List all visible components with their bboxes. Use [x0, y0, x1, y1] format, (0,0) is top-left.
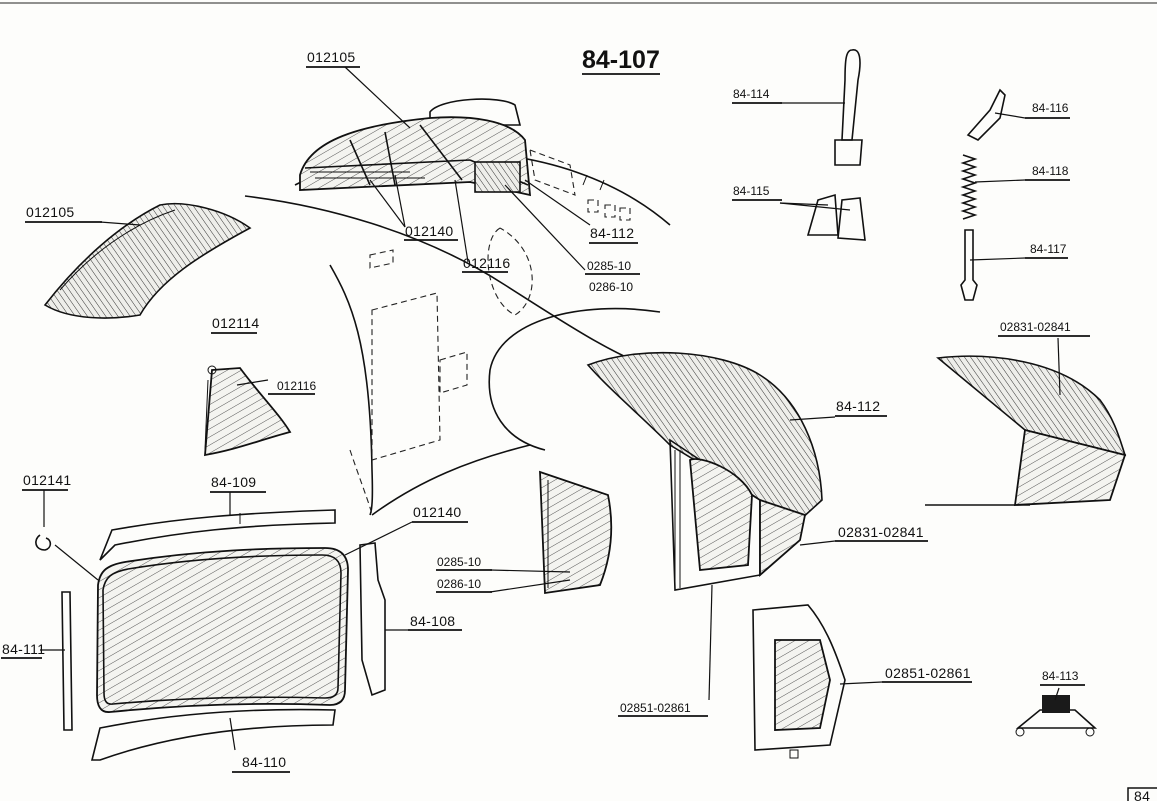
label-c16: 84-112	[836, 398, 880, 414]
mounting-base-84-113	[1015, 695, 1098, 737]
windscreen-panel-012140	[96, 547, 349, 713]
label-c13: 84-118	[1032, 164, 1069, 178]
quarter-window-012114	[204, 365, 292, 457]
hook-84-116	[966, 88, 1006, 141]
side-frame-strip-84-108	[359, 542, 386, 697]
label-c15: 02831-02841	[1000, 320, 1071, 334]
label-c14: 84-117	[1030, 242, 1067, 256]
fuselage-outline	[244, 149, 671, 516]
label-c6: 0285-10	[587, 259, 631, 273]
upper-frame-strip-84-109	[99, 509, 336, 561]
label-c20: 0285-10	[437, 555, 481, 569]
spring-84-118	[960, 154, 978, 220]
label-c1: 012105	[307, 49, 356, 65]
canopy-section-02831-02841	[925, 355, 1127, 506]
label-c4: 84-112	[590, 225, 634, 241]
label-c23: 84-108	[410, 613, 455, 629]
lower-frame-strip-84-110	[90, 708, 336, 761]
label-c7: 0286-10	[589, 280, 633, 294]
bracket-pair-84-115	[806, 193, 866, 241]
pin-84-117	[960, 229, 978, 301]
label-c2: 012105	[26, 204, 75, 220]
label-c26: 02851-02861	[620, 701, 691, 715]
page-number-box: 84	[1127, 787, 1157, 801]
canopy-roof-panel-012105	[43, 202, 252, 319]
label-c24: 84-111	[2, 641, 45, 657]
label-c25: 84-110	[242, 754, 286, 770]
label-c18: 84-109	[211, 474, 256, 490]
label-c10: 84-114	[733, 87, 770, 101]
label-c22: 02831-02841	[838, 524, 924, 540]
label-c11: 84-115	[733, 184, 770, 198]
label-c21: 0286-10	[437, 577, 481, 591]
canopy-door-02851-02861	[752, 604, 846, 759]
label-c3: 012140	[405, 223, 454, 239]
lever-84-114	[834, 49, 863, 166]
side-strip-84-111	[61, 591, 73, 731]
label-c28: 84-113	[1042, 669, 1079, 683]
label-c27: 02851-02861	[885, 665, 971, 681]
part-labels: 84-107 012105 012105 012140 84-112 01211…	[1, 46, 1090, 773]
label-c19: 012140	[413, 504, 462, 520]
plate-title: 84-107	[582, 46, 660, 74]
side-window-frame-0285-10	[539, 470, 613, 595]
page-number: 84	[1134, 788, 1150, 801]
label-c17: 012141	[23, 472, 72, 488]
assembled-canopy	[299, 98, 532, 197]
label-c9: 012116	[277, 379, 316, 393]
label-c5: 012116	[463, 255, 510, 271]
sliding-canopy-84-112	[586, 351, 823, 591]
clip-012141	[35, 534, 52, 551]
leader-lines	[40, 66, 1061, 751]
label-c8: 012114	[212, 315, 259, 331]
label-c12: 84-116	[1032, 101, 1069, 115]
